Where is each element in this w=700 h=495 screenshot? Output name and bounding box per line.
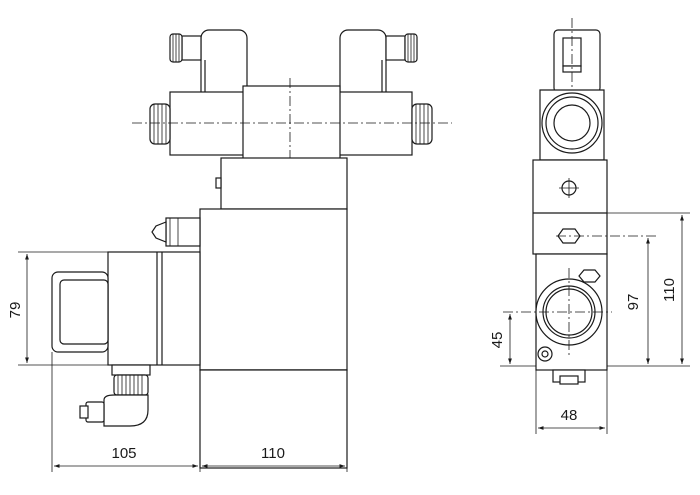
left-coil-connector <box>169 29 248 101</box>
dimension-48: 48 <box>535 370 608 434</box>
cable-gland <box>79 364 151 427</box>
dimension-48-label: 48 <box>561 407 578 424</box>
dimension-45-label: 45 <box>489 332 506 349</box>
vent-fitting <box>151 217 201 247</box>
front-solenoid-ring <box>539 89 605 161</box>
dimension-110-label: 110 <box>261 445 285 462</box>
dimension-97-label: 97 <box>625 294 642 311</box>
dimension-45: 45 <box>489 314 536 367</box>
front-valve-body <box>532 159 608 385</box>
front-view: 45 97 110 48 <box>489 18 690 434</box>
solenoid-body <box>149 85 433 162</box>
dimension-110-vertical-label: 110 <box>661 278 678 302</box>
dimension-79: 79 <box>7 251 108 366</box>
dimension-105-label: 105 <box>111 445 136 462</box>
pressure-switch <box>51 251 201 366</box>
dimension-105-110: 105 110 <box>51 352 348 472</box>
dimension-110-vertical: 110 <box>607 212 690 367</box>
valve-body <box>199 157 348 469</box>
right-coil-connector <box>339 29 418 101</box>
front-coil-connector <box>553 18 601 93</box>
dimension-79-label: 79 <box>7 302 24 319</box>
dimension-97: 97 <box>607 238 660 367</box>
side-view: 79 105 110 <box>7 29 452 472</box>
